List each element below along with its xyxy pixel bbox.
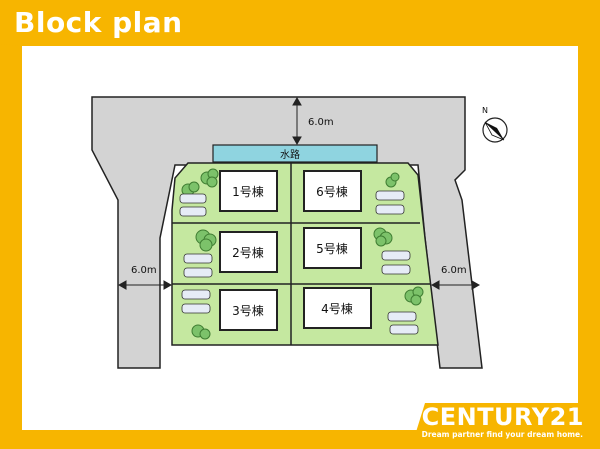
dimension-markers	[117, 96, 481, 290]
waterway-label: 水路	[280, 148, 300, 161]
car-icons	[179, 190, 419, 335]
houses: 1号棟 6号棟 2号棟 5号棟 3号棟 4号棟	[219, 170, 372, 331]
north-label: N	[482, 106, 488, 115]
brand-logo: CENTURY21 Dream partner find your dream …	[422, 405, 584, 440]
brand-tagline: Dream partner find your dream home.	[421, 430, 583, 439]
brand-name: CENTURY21	[421, 403, 584, 431]
road-north-width: 6.0m	[308, 117, 334, 128]
lot-label-4: 4号棟	[321, 301, 353, 316]
lot-label-6: 6号棟	[316, 184, 348, 199]
tree-icons	[181, 168, 424, 340]
north-compass-icon: N	[482, 106, 508, 143]
page-title: Block plan	[14, 5, 183, 39]
road-west-width: 6.0m	[131, 265, 157, 276]
road-east-width: 6.0m	[441, 265, 467, 276]
lot-label-5: 5号棟	[316, 241, 348, 256]
lot-label-2: 2号棟	[232, 245, 264, 260]
waterway: 水路	[212, 144, 378, 163]
lot-label-3: 3号棟	[232, 303, 264, 318]
lot-label-1: 1号棟	[232, 184, 264, 199]
